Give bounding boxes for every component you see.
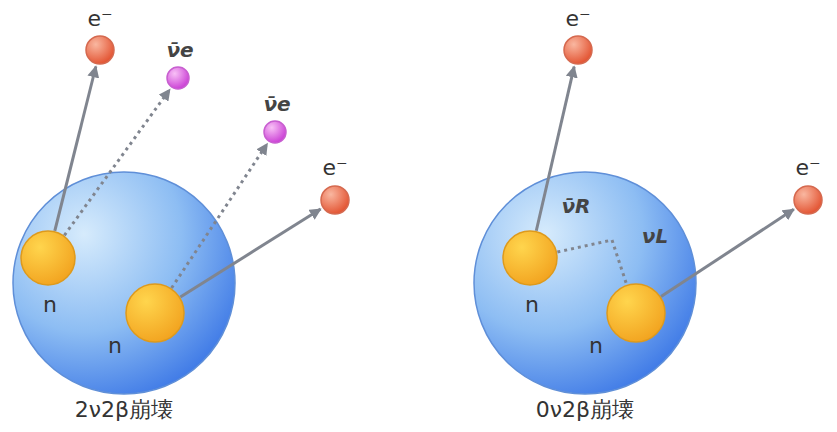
neutron-circle: n — [502, 230, 558, 286]
antineutrino-circle: ν̄e — [166, 66, 190, 90]
neutron-circle-shape — [606, 283, 666, 343]
electron-circle-outline — [564, 36, 592, 64]
antineutrino-circle-shape — [166, 66, 190, 90]
neutron-circle-outline — [126, 284, 184, 342]
electron-circle-shape — [320, 185, 350, 215]
electron-circle-outline — [321, 186, 349, 214]
electron-circle: e⁻ — [563, 35, 593, 65]
neutron-circle-outline — [21, 231, 75, 285]
electron-circle-outline — [794, 186, 822, 214]
caption-text: 0ν2β崩壊 — [536, 397, 634, 422]
caption-text: 2ν2β崩壊 — [75, 397, 173, 422]
neutron-circle-shape — [502, 230, 558, 286]
electron-circle-shape — [85, 35, 115, 65]
neutron-circle-shape — [20, 230, 76, 286]
electron-label: e⁻ — [87, 6, 112, 31]
neutron-circle: n — [20, 230, 76, 286]
electron-circle-outline — [86, 36, 114, 64]
electron-circle: e⁻ — [320, 185, 350, 215]
antineutrino-circle-outline — [264, 121, 286, 143]
electron-circle-shape — [563, 35, 593, 65]
neutron-circle-shape — [125, 283, 185, 343]
neutron-circle-outline — [503, 231, 557, 285]
neutron-circle: n — [606, 283, 666, 343]
neutron-label: n — [43, 292, 57, 317]
antineutrino-label: ν̄e — [166, 39, 193, 62]
neutrino-label: νL — [642, 225, 668, 248]
electron-circle: e⁻ — [85, 35, 115, 65]
neutron-circle-outline — [607, 284, 665, 342]
electron-label: e⁻ — [322, 155, 347, 180]
antineutrino-circle-outline — [167, 67, 189, 89]
electron-label: e⁻ — [795, 155, 820, 180]
nucleus-circle-outline — [474, 172, 696, 394]
antineutrino-circle-shape — [263, 120, 287, 144]
antineutrino-label: ν̄e — [263, 93, 290, 116]
neutrino-label: ν̄R — [561, 195, 590, 218]
neutron-label: n — [589, 333, 603, 358]
nucleus-circle-outline — [13, 172, 235, 394]
neutron-circle: n — [125, 283, 185, 343]
neutron-label: n — [108, 333, 122, 358]
neutron-label: n — [525, 292, 539, 317]
antineutrino-circle: ν̄e — [263, 120, 287, 144]
electron-label: e⁻ — [565, 6, 590, 31]
electron-circle: e⁻ — [793, 185, 823, 215]
electron-circle-shape — [793, 185, 823, 215]
